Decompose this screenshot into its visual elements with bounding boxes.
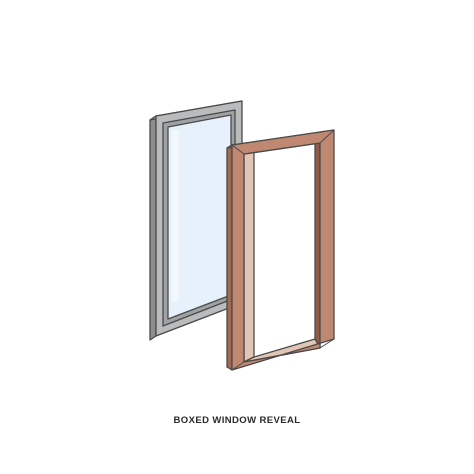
reveal-inner-right-jamb [314, 137, 321, 349]
reveal-face-bevel-top-right [319, 129, 335, 144]
window-glass-highlight [172, 130, 179, 303]
window-sash-icon [149, 100, 243, 341]
reveal-face-bevel-bottom-right [319, 338, 335, 349]
diagram-caption: BOXED WINDOW REVEAL [173, 415, 301, 426]
reveal-face-bevel-top [231, 144, 245, 155]
reveal-outer-left-side [226, 144, 233, 371]
reveal-face-bevel-bottom-left [231, 361, 245, 371]
wood-reveal-box-icon [226, 129, 335, 371]
window-frame-side [149, 115, 157, 341]
reveal-inner-left-jamb [243, 146, 255, 363]
